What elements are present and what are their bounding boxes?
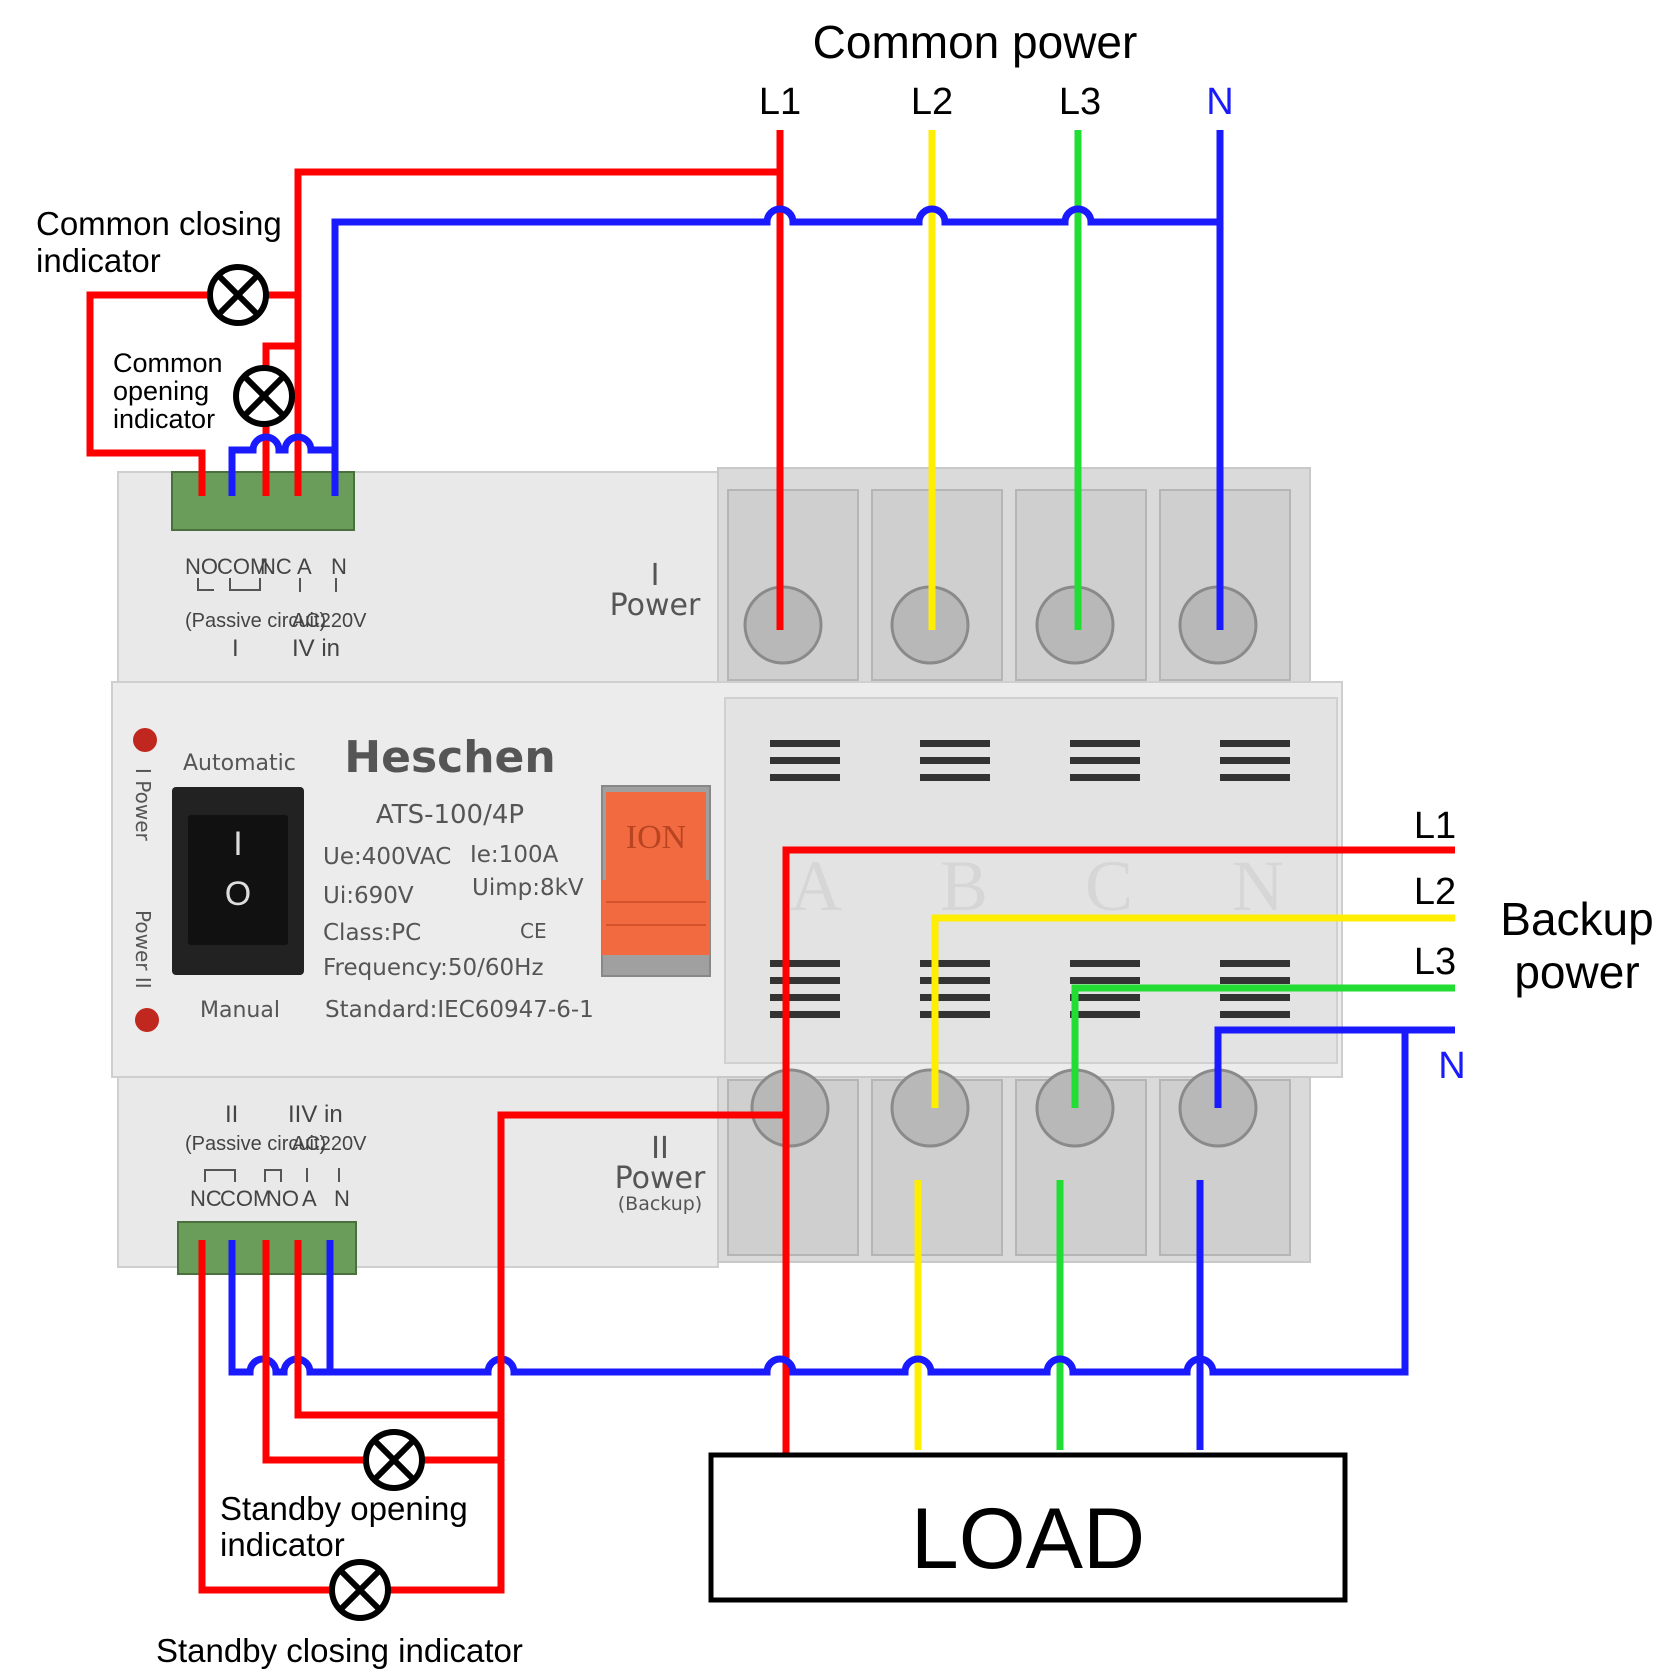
backup-l2-wire [931,914,1455,1108]
standard-label: Standard:IEC60947-6-1 [325,997,594,1023]
ue-label: Ue:400VAC [323,844,451,870]
standby-a-wire [294,1240,501,1419]
top-contact-symbols [197,578,337,592]
pole-c-label: C [1085,846,1133,926]
top-nc-label: NC [260,554,292,579]
top-ac-label: AC220V [292,610,367,632]
top-no-label: NO [185,554,218,579]
screw-terminal-icon [890,1068,970,1148]
manual-label: Manual [200,998,280,1023]
backup-power-title-1: Backup [1500,893,1653,945]
handle-label: ION [626,819,686,856]
common-power-title: Common power [813,16,1138,68]
top-terminal-bays [727,489,1291,681]
standby-opening-label-2: indicator [220,1526,345,1563]
common-l1-tap [294,168,780,496]
bottom-a-label: A [302,1186,317,1211]
common-opening-lamp-icon [233,365,295,427]
backup-l1-tap [198,850,790,1594]
top-vin-label: IV in [292,635,340,662]
power-ii-number: II [651,1131,669,1166]
pole-b-label: B [940,846,988,926]
bottom-ac-label: AC220V [292,1133,367,1155]
bottom-com-label: COM [220,1186,271,1211]
common-opening-label-3: indicator [113,404,215,434]
model-label: ATS-100/4P [376,800,524,830]
pole-a-label: A [790,846,842,926]
bottom-vin-label: IIV in [288,1101,343,1128]
common-com-jumper [228,433,335,496]
vent-slots [770,740,1290,1018]
power-i-side-label: I Power [131,768,155,842]
common-closing-lamp-icon [207,264,269,326]
backup-n-wire [1214,1026,1455,1108]
common-l1-label: L1 [759,81,801,123]
common-opening-label-2: opening [113,376,209,406]
top-passive-label: (Passive circuit) [185,610,326,632]
backup-n-bus [228,1030,1409,1376]
backup-l3-wire [1071,984,1455,1108]
top-n-label: N [331,554,347,579]
load-label: LOAD [911,1491,1145,1587]
load-box [708,1452,1348,1603]
power-ii-backup-label: (Backup) [618,1193,702,1215]
top-com-label: COM [217,554,268,579]
automatic-label: Automatic [183,751,296,776]
common-closing-label-2: indicator [36,242,161,279]
common-opening-label-1: Common [113,348,223,378]
backup-l2-label: L2 [1414,871,1456,913]
common-closing-label-1: Common closing [36,205,282,242]
uimp-label: Uimp:8kV [472,875,584,901]
top-number-label: I [232,635,239,662]
backup-power-title-2: power [1514,946,1639,998]
common-n-label: N [1206,81,1233,123]
power-ii-led [135,1008,159,1032]
common-closing-red [86,291,298,496]
top-a-label: A [297,554,312,579]
common-l3-label: L3 [1059,81,1101,123]
class-label: Class:PC [323,920,421,946]
indicator-lamps [207,264,425,1621]
power-i-label: Power [610,588,701,623]
power-ii-side-label: Power II [131,910,155,989]
bottom-no-label: NO [266,1186,299,1211]
common-opening-red [262,342,298,496]
pole-n-label: N [1232,846,1284,926]
standby-opening-lamp-icon [363,1429,425,1491]
bottom-contact-symbols [204,1168,340,1182]
ie-label: Ie:100A [470,842,559,868]
common-n-bus [331,205,1220,496]
backup-l1-label: L1 [1414,805,1456,847]
switch-off-label: O [225,875,251,913]
bottom-n-label: N [334,1186,350,1211]
bottom-passive-label: (Passive circuit) [185,1133,326,1155]
power-ii-label: Power [615,1161,706,1196]
standby-opening-label-1: Standby opening [220,1490,468,1527]
common-l2-label: L2 [911,81,953,123]
ats-device: A B C N I O ION Heschen ATS-100/4P Ue:40… [111,467,1343,1275]
standby-closing-label: Standby closing indicator [156,1632,523,1669]
manual-handle[interactable] [602,880,710,955]
power-i-led [133,728,157,752]
screw-terminal-icon [750,1068,830,1148]
backup-n-label: N [1438,1045,1465,1087]
backup-l3-label: L3 [1414,941,1456,983]
bottom-number-label: II [225,1101,238,1128]
ce-mark: CE [520,919,547,943]
power-i-number: I [651,558,660,593]
ui-label: Ui:690V [323,883,414,909]
standby-closing-lamp-icon [329,1559,391,1621]
bottom-nc-label: NC [190,1186,222,1211]
handle-label-plate [606,792,706,884]
brand-label: Heschen [344,732,555,783]
bottom-terminal-bays [727,1068,1291,1256]
switch-on-label: I [233,825,242,863]
frequency-label: Frequency:50/60Hz [323,955,544,981]
